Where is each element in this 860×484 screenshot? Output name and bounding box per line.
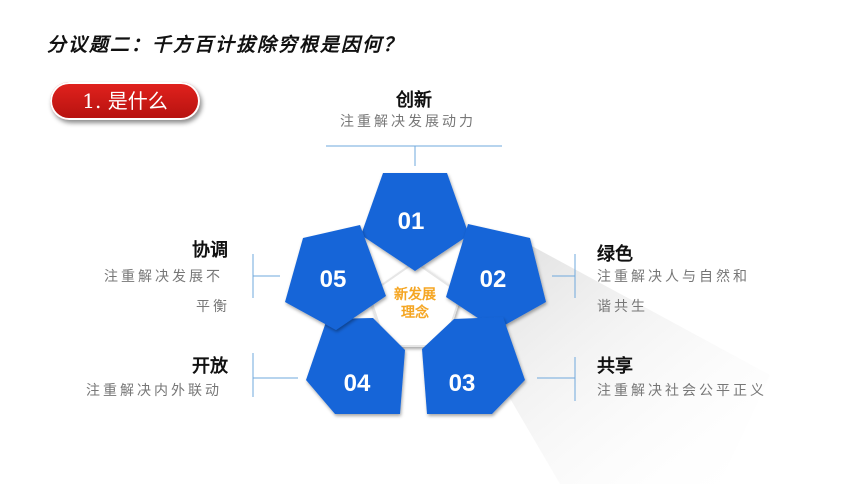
pentagon-03-number: 03 bbox=[448, 370, 476, 397]
coordination-desc-line2: 平衡 bbox=[196, 299, 230, 315]
green-desc-line2: 谐共生 bbox=[597, 299, 648, 315]
innovation-title: 创新 bbox=[396, 90, 432, 111]
sharing-desc: 注重解决社会公平正义 bbox=[597, 383, 767, 399]
coordination-title: 协调 bbox=[192, 240, 228, 261]
pentagon-03 bbox=[422, 317, 525, 414]
coordination-desc-line1: 注重解决发展不 bbox=[104, 269, 223, 285]
pentagon-01 bbox=[361, 173, 469, 271]
pentagon-01-number: 01 bbox=[397, 208, 425, 235]
innovation-desc: 注重解决发展动力 bbox=[340, 114, 476, 130]
center-label-line2: 理念 bbox=[401, 305, 429, 321]
pentagon-04-number: 04 bbox=[343, 370, 371, 397]
center-label-line1: 新发展 bbox=[394, 287, 436, 303]
pentagon-02-number: 02 bbox=[479, 266, 507, 293]
pentagon-05-number: 05 bbox=[319, 266, 347, 293]
openness-desc: 注重解决内外联动 bbox=[86, 383, 222, 399]
section-badge: 1. 是什么 bbox=[50, 82, 200, 120]
sharing-title: 共享 bbox=[597, 356, 633, 377]
pentagon-02 bbox=[446, 224, 546, 330]
green-title: 绿色 bbox=[597, 244, 633, 265]
pentagon-04 bbox=[306, 318, 405, 414]
pentagon-05 bbox=[285, 225, 386, 330]
center-label: 新发展 理念 bbox=[380, 286, 450, 322]
green-desc-line1: 注重解决人与自然和 bbox=[597, 269, 750, 285]
openness-title: 开放 bbox=[192, 356, 228, 377]
page-title: 分议题二：千方百计拔除穷根是因何？ bbox=[47, 34, 405, 56]
